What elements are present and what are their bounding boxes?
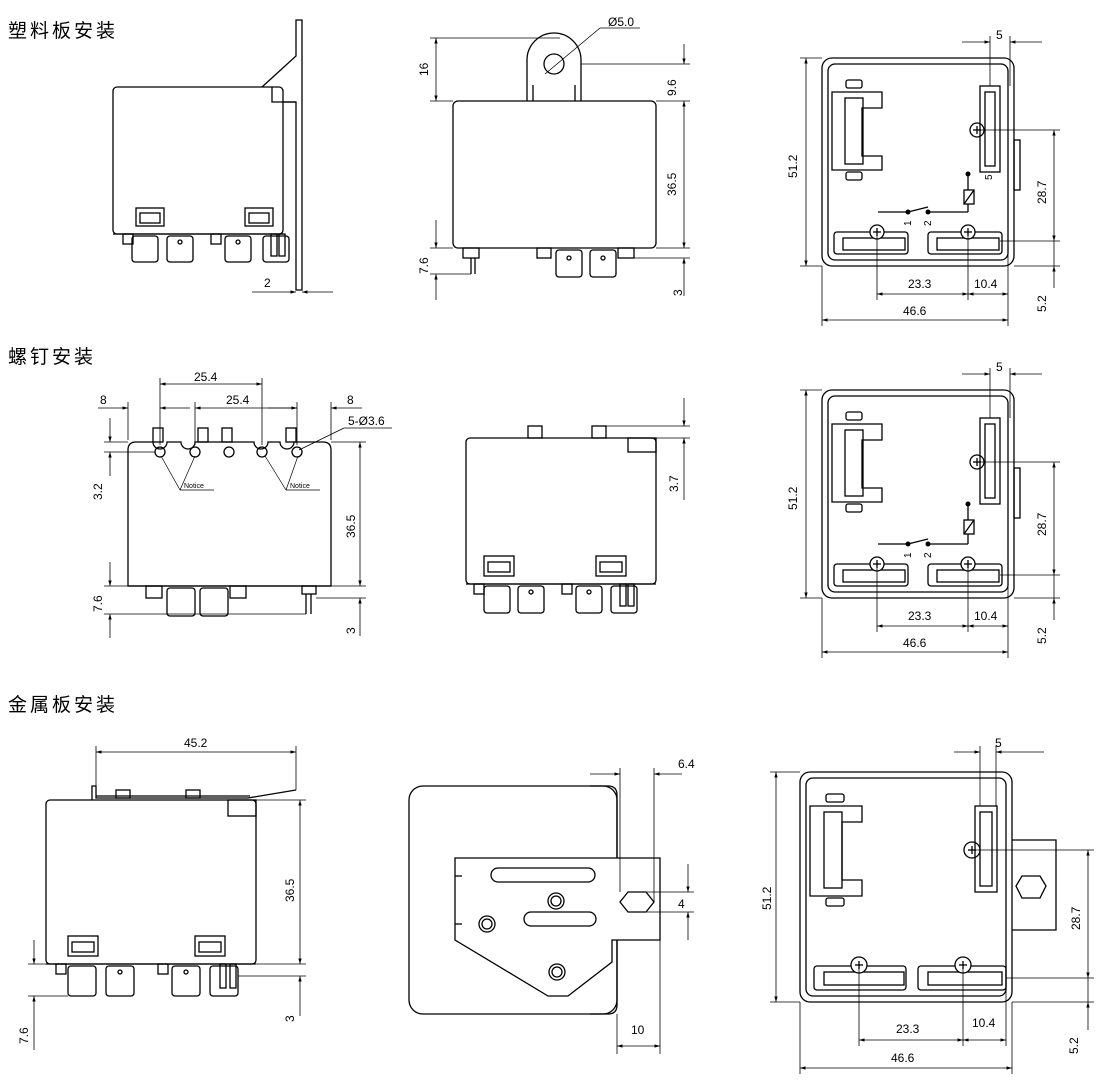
dim-terminal-edge: 10.4 <box>972 1016 996 1030</box>
section-title-plastic: 塑料板安装 <box>8 20 119 42</box>
dim-bracket-extension: 10 <box>631 1023 645 1037</box>
dim-edge-offset: 5.2 <box>1035 295 1049 312</box>
dim-terminal-pitch-h: 23.3 <box>908 277 932 291</box>
section-title-screw: 螺钉安装 <box>8 346 97 368</box>
dim-base-width: 46.6 <box>891 1051 915 1065</box>
metal-bottom-dims <box>770 746 1094 1074</box>
dim-screw-body-height: 36.5 <box>344 514 358 538</box>
dim-terminal-pitch-h: 23.3 <box>896 1022 920 1036</box>
dim-pin-length: 7.6 <box>417 257 431 274</box>
dim-plastic-flange-thickness: 2 <box>264 276 271 290</box>
screw-front-view <box>127 427 332 617</box>
dim-terminal-pitch-v: 28.7 <box>1035 512 1049 536</box>
metal-front-dims <box>28 746 306 1050</box>
dim-terminal-width: 5 <box>995 736 1002 750</box>
plastic-side-view <box>112 19 303 291</box>
dim-base-width: 46.6 <box>903 304 927 318</box>
pin-label-5: 5 <box>984 174 995 180</box>
dim-base-width: 46.6 <box>903 636 927 650</box>
dim-screw-hole-offset: 3.2 <box>91 483 105 500</box>
dim-edge-offset: 5.2 <box>1035 627 1049 644</box>
dim-metal-body-height: 36.5 <box>283 878 297 902</box>
screw-side-dims <box>606 398 690 500</box>
pin-label-1: 1 <box>903 220 914 226</box>
dim-screw-terminal-offset: 3 <box>344 627 358 634</box>
dim-screw-pin-length: 7.6 <box>91 595 105 612</box>
dim-terminal-pitch-h: 23.3 <box>908 609 932 623</box>
screw-side-view <box>465 425 657 614</box>
dim-screw-hole-pitch-b: 25.4 <box>226 393 250 407</box>
plastic-front-dims <box>430 27 690 300</box>
dim-mount-hole-diameter: Ø5.0 <box>608 15 634 29</box>
dim-terminal-pitch-v: 28.7 <box>1069 906 1083 930</box>
dim-screw-hole-pitch-a: 25.4 <box>194 370 218 384</box>
dim-terminal-offset: 3 <box>671 289 685 296</box>
dim-terminal-pitch-v: 28.7 <box>1035 180 1049 204</box>
dim-metal-plate-length: 45.2 <box>184 736 208 750</box>
pin-label-1: 1 <box>903 552 914 558</box>
dim-flange-height: 16 <box>417 62 431 76</box>
metal-side-dims <box>590 768 694 1054</box>
dim-bracket-slot-width: 4 <box>678 897 685 911</box>
metal-side-view <box>408 785 661 1015</box>
pin-label-2: 2 <box>923 552 934 558</box>
dim-screw-hole-edge-right: 8 <box>347 393 354 407</box>
dim-terminal-edge: 10.4 <box>974 609 998 623</box>
notice-label-left: Notice <box>184 483 204 490</box>
dim-hole-offset: 9.6 <box>665 79 679 96</box>
dim-body-height: 36.5 <box>665 172 679 196</box>
notice-label-right: Notice <box>290 483 310 490</box>
dim-base-depth: 51.2 <box>760 886 774 910</box>
metal-bottom-view <box>799 771 1057 1003</box>
dim-terminal-width: 5 <box>996 28 1003 42</box>
dim-terminal-edge: 10.4 <box>974 277 998 291</box>
dim-screw-hole-edge-left: 8 <box>100 393 107 407</box>
dim-metal-pin-length: 7.6 <box>17 1027 31 1044</box>
metal-front-view <box>45 785 297 997</box>
section-title-metal: 金属板安装 <box>8 694 119 716</box>
dim-terminal-width: 5 <box>996 360 1003 374</box>
dim-edge-offset: 5.2 <box>1067 1037 1081 1054</box>
plastic-bottom-dims <box>800 36 1060 326</box>
plastic-bottom-view <box>821 57 1021 267</box>
screw-front-dims <box>98 378 392 638</box>
dim-base-depth: 51.2 <box>786 154 800 178</box>
dim-base-depth: 51.2 <box>786 486 800 510</box>
screw-bottom-view <box>821 389 1021 599</box>
dim-bracket-hole-offset: 6.4 <box>678 757 695 771</box>
screw-notice-leaders <box>160 455 320 491</box>
pin-label-2: 2 <box>923 220 934 226</box>
plastic-front-view <box>452 32 657 278</box>
dim-metal-terminal-offset: 3 <box>283 1015 297 1022</box>
screw-bottom-dims <box>800 368 1060 658</box>
dim-screw-hole-diameter: 5-Ø3.6 <box>348 414 385 428</box>
dim-screw-stud-height: 3.7 <box>667 475 681 492</box>
